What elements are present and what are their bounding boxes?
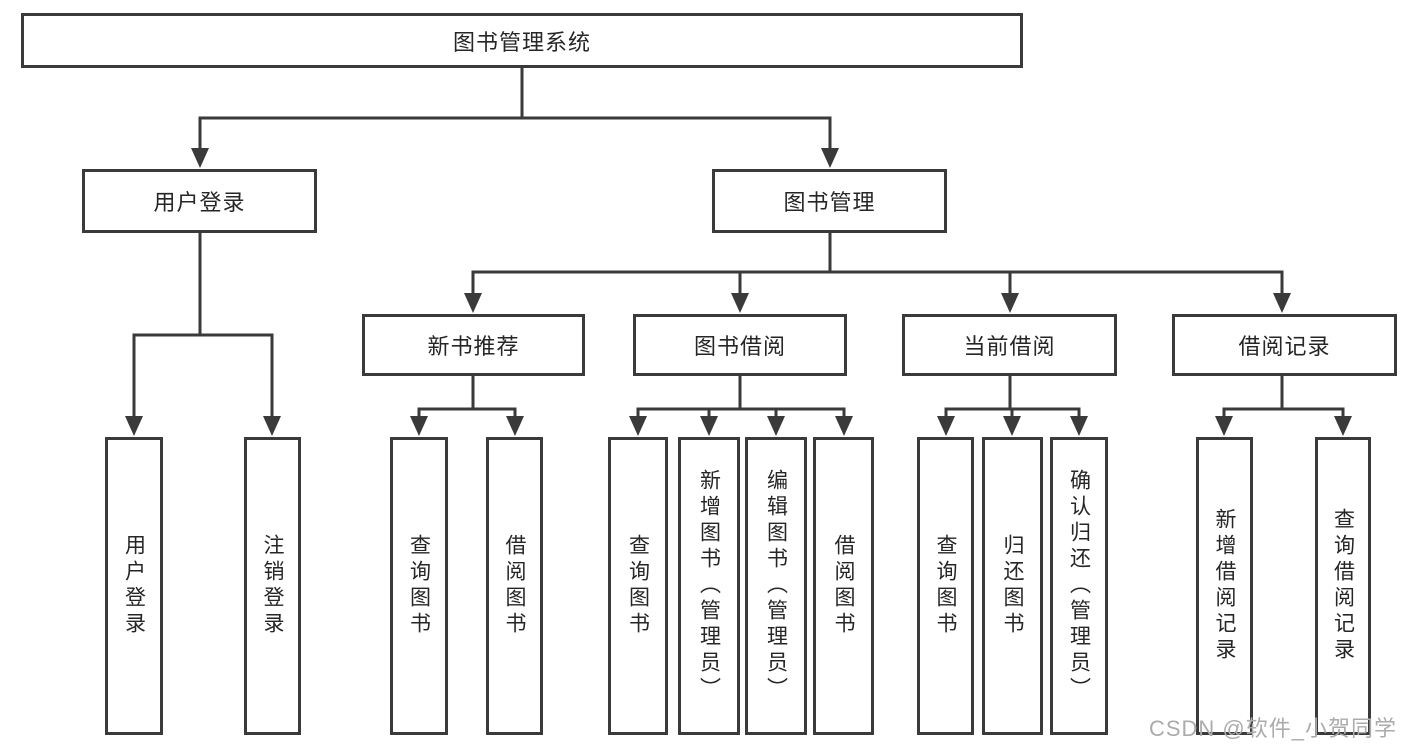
csdn-watermark: CSDN @软件_小贺同学 — [1148, 716, 1397, 741]
node-label: 查询图书 — [407, 534, 431, 638]
node-label: 确认归还（管理员） — [1067, 469, 1091, 703]
leaf-add-borrow-record: 新增借阅记录 — [1196, 437, 1253, 735]
node-label: 编辑图书（管理员） — [764, 469, 788, 703]
node-label: 归还图书 — [1001, 534, 1024, 638]
node-label: 图书管理 — [783, 190, 876, 215]
leaf-logout: 注销登录 — [244, 437, 301, 735]
node-borrow-records: 借阅记录 — [1172, 314, 1397, 376]
node-label: 用户登录 — [122, 534, 146, 638]
node-label: 查询借阅记录 — [1331, 508, 1355, 664]
leaf-add-book-admin: 新增图书（管理员） — [678, 437, 740, 735]
node-label: 图书管理系统 — [452, 29, 591, 55]
node-label: 新增图书（管理员） — [697, 469, 721, 703]
node-label: 新书推荐 — [427, 334, 520, 359]
node-label: 图书借阅 — [693, 334, 786, 359]
leaf-borrow-books-1: 借阅图书 — [486, 437, 543, 735]
leaf-borrow-books-2: 借阅图书 — [813, 437, 874, 735]
leaf-query-borrow-record: 查询借阅记录 — [1315, 437, 1371, 735]
node-label: 用户登录 — [153, 190, 246, 215]
node-label: 借阅图书 — [503, 534, 526, 638]
node-new-book-recommend: 新书推荐 — [362, 314, 585, 376]
leaf-edit-book-admin: 编辑图书（管理员） — [745, 437, 807, 735]
node-label: 当前借阅 — [963, 334, 1056, 359]
leaf-user-login: 用户登录 — [105, 437, 163, 735]
leaf-return-book: 归还图书 — [982, 437, 1043, 735]
leaf-query-books-1: 查询图书 — [390, 437, 448, 735]
node-user-login: 用户登录 — [82, 169, 317, 233]
node-label: 借阅图书 — [832, 534, 855, 638]
leaf-query-books-2: 查询图书 — [608, 437, 668, 735]
node-label: 新增借阅记录 — [1213, 508, 1236, 664]
node-book-borrowing: 图书借阅 — [633, 314, 847, 376]
leaf-query-books-3: 查询图书 — [917, 437, 974, 735]
node-book-management: 图书管理 — [712, 169, 947, 233]
node-root-system: 图书管理系统 — [21, 13, 1023, 68]
node-label: 查询图书 — [934, 534, 957, 638]
node-label: 借阅记录 — [1238, 334, 1331, 359]
node-current-borrowing: 当前借阅 — [902, 314, 1117, 376]
node-label: 查询图书 — [626, 534, 650, 638]
node-label: 注销登录 — [261, 534, 284, 638]
leaf-confirm-return-admin: 确认归还（管理员） — [1050, 437, 1108, 735]
